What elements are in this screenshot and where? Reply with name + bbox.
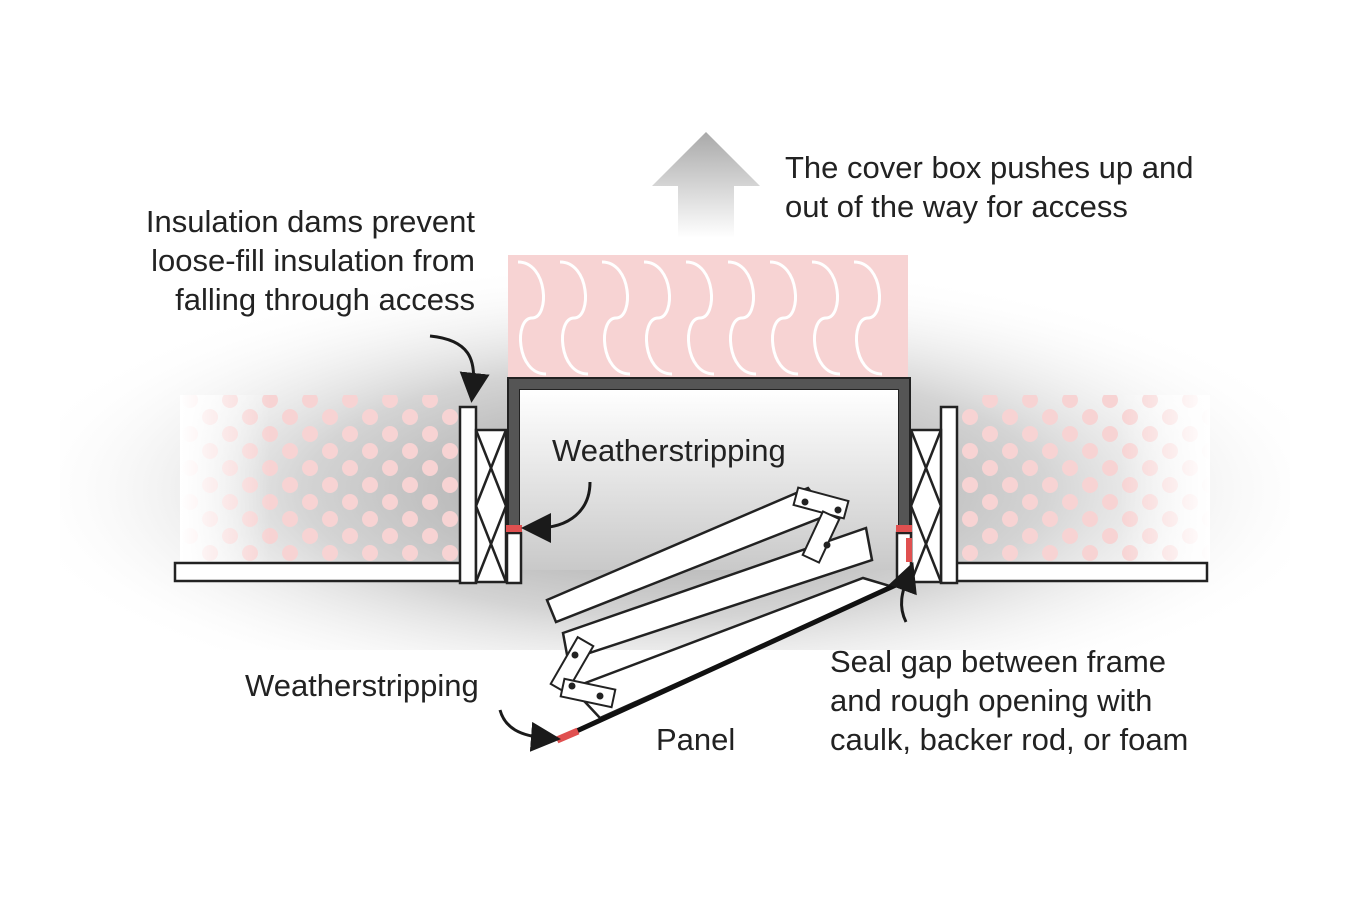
- ceiling-drywall: [173, 561, 1209, 583]
- loose-fill-insulation-right: [960, 395, 1210, 563]
- frame-stop-left: [505, 531, 523, 585]
- ladder-hinge-top: [792, 486, 850, 564]
- dams-line-3: falling through access: [175, 282, 475, 317]
- folding-ladder: [545, 486, 897, 720]
- seal-gap-label: Seal gap between frame and rough opening…: [830, 642, 1188, 759]
- framing-left: [474, 428, 508, 584]
- loose-fill-insulation-left: [180, 395, 462, 563]
- access-panel: [555, 581, 900, 743]
- weatherstrip-lower: [555, 727, 580, 744]
- seal-gap-line-1: Seal gap between frame: [830, 644, 1167, 679]
- seal-gap-line-2: and rough opening with: [830, 683, 1153, 718]
- framing-right: [909, 428, 943, 584]
- dams-line-1: Insulation dams prevent: [145, 204, 475, 239]
- cover-box-label: The cover box pushes up and out of the w…: [785, 148, 1193, 226]
- curved-pointer-arrow-icon: [429, 334, 917, 752]
- weatherstripping-lower-label: Weatherstripping: [245, 668, 479, 703]
- weatherstripping-upper-label: Weatherstripping: [552, 433, 786, 468]
- caulk-right: [906, 538, 912, 562]
- up-arrow-icon: [652, 132, 760, 238]
- weatherstrip-upper-left: [506, 525, 522, 532]
- cover-box-line-2: out of the way for access: [785, 189, 1128, 224]
- ladder-hinge-bottom: [549, 635, 617, 709]
- dams-label: Insulation dams prevent loose-fill insul…: [146, 202, 475, 319]
- insulation-dam-right: [939, 405, 959, 585]
- rigid-insulation-blanket: [508, 255, 908, 380]
- insulation-dam-left: [458, 405, 478, 585]
- dams-line-2: loose-fill insulation from: [151, 243, 475, 278]
- weatherstrip-upper-right: [896, 525, 912, 532]
- panel-label: Panel: [656, 722, 736, 757]
- cover-box-line-1: The cover box pushes up and: [785, 150, 1194, 185]
- seal-gap-line-3: caulk, backer rod, or foam: [830, 722, 1189, 757]
